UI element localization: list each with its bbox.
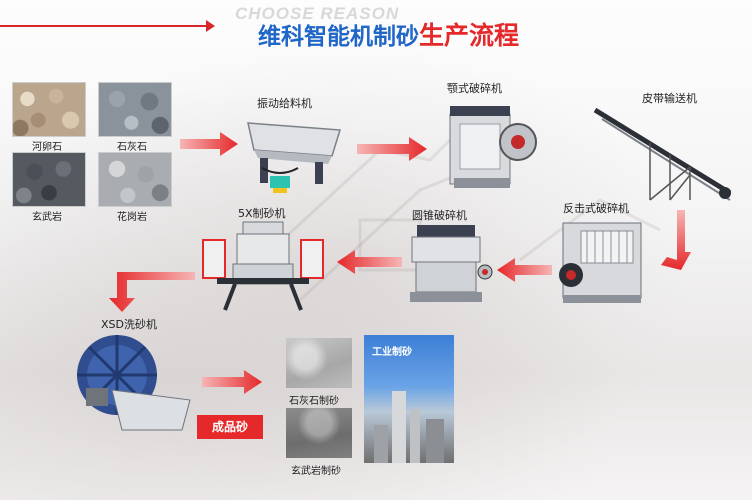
machine-label-sand-washer: XSD洗砂机 <box>101 318 157 331</box>
pebble-photo <box>12 82 86 137</box>
belt-conveyor-image <box>593 107 732 201</box>
limestone-sand-photo <box>286 338 352 388</box>
product-label-basalt-sand: 玄武岩制砂 <box>291 466 341 477</box>
flow-arrow-right-icon <box>202 370 262 394</box>
impact-crusher-image <box>559 222 642 303</box>
basalt-photo <box>12 152 86 207</box>
industrial-plant-photo: 工业制砂 <box>364 335 454 463</box>
granite-photo <box>98 152 172 207</box>
flow-arrow-left-icon <box>497 258 552 282</box>
material-label-basalt: 玄武岩 <box>32 212 62 223</box>
plant-tower-icon <box>374 391 444 463</box>
title-blue-part: 维科智能机制砂 <box>258 24 419 50</box>
background-watermark: CHOOSE REASON <box>235 4 400 23</box>
machine-label-conveyor: 皮带输送机 <box>642 92 697 105</box>
flow-arrow-down-icon <box>661 210 691 270</box>
material-label-granite: 花岗岩 <box>117 212 147 223</box>
industrial-sand-label: 工业制砂 <box>372 347 412 358</box>
cone-crusher-image <box>410 225 493 302</box>
sand-maker-image <box>202 221 324 311</box>
flow-arrow-left-icon <box>337 250 402 274</box>
basalt-sand-photo <box>286 408 352 458</box>
machine-label-cone-crusher: 圆锥破碎机 <box>412 209 467 222</box>
title-red-part: 生产流程 <box>419 21 520 50</box>
header-decor-arrow-icon <box>206 20 215 32</box>
machine-label-jaw-crusher: 颚式破碎机 <box>447 82 502 95</box>
product-label-limestone-sand: 石灰石制砂 <box>289 396 339 407</box>
machine-label-impact-crusher: 反击式破碎机 <box>563 202 629 215</box>
flow-arrow-right-icon <box>180 132 238 156</box>
jaw-crusher-image <box>449 106 537 188</box>
vibrating-feeder-image <box>247 122 341 193</box>
machine-label-sand-maker: 5X制砂机 <box>238 207 286 220</box>
header-decor-line <box>0 25 208 27</box>
flow-arrow-right-icon <box>357 137 427 161</box>
sand-washer-image <box>77 335 191 431</box>
machine-label-feeder: 振动给料机 <box>257 97 312 110</box>
finished-sand-badge: 成品砂 <box>197 415 263 439</box>
flow-arrow-down-left-icon <box>109 272 195 312</box>
material-label-limestone: 石灰石 <box>117 142 147 153</box>
page-title: 维科智能机制砂生产流程 <box>258 16 519 52</box>
limestone-photo <box>98 82 172 137</box>
material-label-pebble: 河卵石 <box>32 142 62 153</box>
